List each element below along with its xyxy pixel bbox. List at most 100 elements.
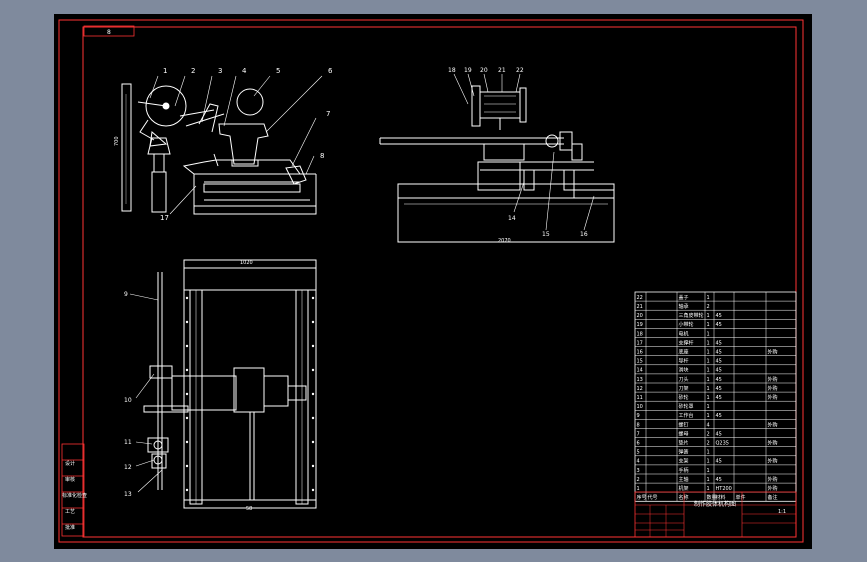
bom-cell: 底座 [679,349,689,356]
bom-cell: 5 [637,450,640,456]
bom-cell: 45 [716,350,722,356]
title-block-name: 制作胶体机构图 [694,500,736,508]
bom-cell: 45 [716,459,722,465]
bom-cell: 4 [637,459,640,465]
bom-cell: 13 [637,377,643,383]
title-block: 制作胶体机构图 1:1 [634,491,797,538]
bom-cell: 刀架 [679,386,689,392]
bom-cell: 45 [716,386,722,392]
strip-label-standard: 标准化检查 [62,492,87,499]
bom-cell: 外购 [768,440,778,447]
strip-label-design: 设计 [65,460,75,467]
bom-cell: 16 [637,350,643,356]
balloon-5: 5 [276,67,280,75]
bom-cell: 弹簧 [679,449,689,456]
bom-cell: 1 [707,313,710,319]
bom-cell: 1 [707,413,710,419]
balloon-22: 22 [516,67,524,74]
balloon-17: 17 [160,214,169,222]
balloon-6: 6 [328,67,333,75]
balloon-18: 18 [448,67,456,74]
bom-cell: 2 [637,477,640,483]
dim-front-height: 700 [114,136,120,146]
bom-cell: 1 [707,377,710,383]
bom-cell: 滑块 [679,367,689,374]
bom-header-cell: 材料 [716,494,726,501]
strip-label-review: 审核 [65,476,75,483]
plan-view-balloons [129,293,163,493]
bom-cell: 8 [637,422,640,428]
bom-cell: 1 [707,359,710,365]
bom-cell: 1 [707,477,710,483]
bom-cell: 主轴 [679,476,689,483]
bom-cell: 45 [716,395,722,401]
bom-cell: 螺钉 [679,421,689,428]
corner-tag: 8 [107,29,111,36]
bom-cell: 3 [637,468,640,474]
drawing-sheet: 8 设计 审核 标准化检查 工艺 批准 [54,14,812,549]
front-view [121,83,317,215]
bom-cell: 19 [637,322,643,328]
bom-cell: 15 [637,359,643,365]
bom-cell: 导杆 [679,358,689,365]
bom-cell: 小带轮 [679,321,694,328]
balloon-12: 12 [124,464,132,471]
bom-cell: 外购 [768,458,778,465]
bom-cell: 20 [637,313,643,319]
bom-cell: Q235 [716,441,729,447]
border-frames: 8 [58,19,804,543]
bom-cell: 1 [637,486,640,492]
bom-cell: 机架 [679,485,689,492]
bom-cell: 外购 [768,394,778,401]
bom-header-cell: 数量 [707,494,717,501]
bom-cell: 手柄 [679,467,689,474]
bom-cell: 1 [707,468,710,474]
plan-view-holes [185,296,315,492]
balloon-2: 2 [191,67,195,75]
bom-cell: 轴承 [679,303,689,310]
bom-cell: 2 [707,431,710,437]
bom-cell: 18 [637,331,643,337]
bom-cell: 1 [707,450,710,456]
bom-cell: 1 [707,459,710,465]
dim-plan-width: 1020 [240,260,253,266]
bom-cell: 螺母 [679,430,689,437]
bom-cell: 7 [637,431,640,437]
bom-cell: 1 [707,295,710,301]
bom-cell: 45 [716,431,722,437]
bom-cell: 垫片 [679,440,689,447]
bom-cell: 1 [707,395,710,401]
bom-cell: 45 [716,377,722,383]
balloon-21: 21 [498,67,506,74]
bom-cell: 45 [716,359,722,365]
dim-top-length: 2070 [498,238,511,244]
bom-cell: 9 [637,413,640,419]
bom-cell: 45 [716,477,722,483]
plan-view-labels: 9 10 11 12 13 1020 58 [124,260,253,512]
bom-cell: 1 [707,340,710,346]
bom-cell: 45 [716,313,722,319]
bom-cell: 外购 [768,485,778,492]
strip-label-process: 工艺 [65,509,75,515]
balloon-9: 9 [124,291,128,298]
balloon-1: 1 [163,67,167,75]
dim-plan-bottom: 58 [246,506,252,512]
balloon-13: 13 [124,491,132,498]
bom-cell: 外购 [768,476,778,483]
bom-header-cell: 备注 [768,494,778,501]
bom-cell: 1 [707,331,710,337]
bom-cell: 1 [707,350,710,356]
bom-cell: 14 [637,368,643,374]
front-view-balloons [149,75,323,215]
bom-header-cell: 名称 [679,494,689,501]
balloon-20: 20 [480,67,488,74]
bom-header-cell: 代号 [648,494,658,501]
bom-cell: 45 [716,340,722,346]
balloon-16: 16 [580,231,588,238]
bom-header-cell: 序号 [637,494,647,501]
bom-cell: 1 [707,486,710,492]
bom-cell: 2 [707,441,710,447]
bom-cell: 支架 [679,458,689,465]
bom-cell: 盖子 [679,294,689,301]
balloon-15: 15 [542,231,550,238]
